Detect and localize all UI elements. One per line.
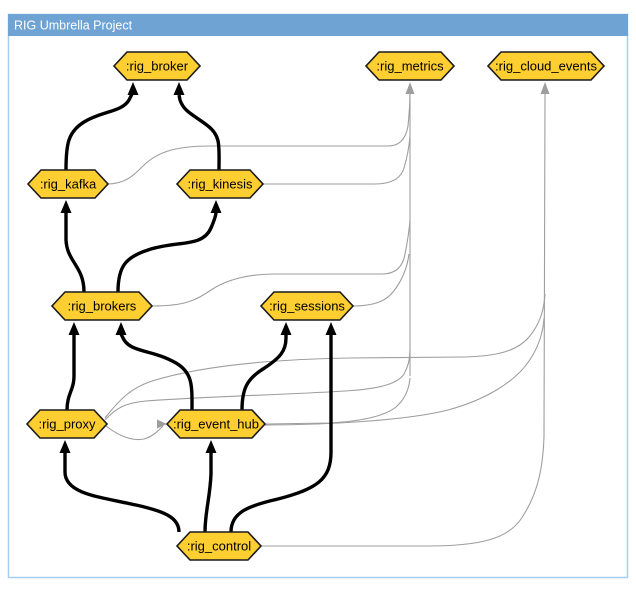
node-label-rig-kinesis: :rig_kinesis: [187, 177, 253, 192]
edge-rig-kafka-rig-broker: [64, 93, 134, 171]
node-label-rig-brokers: :rig_brokers: [68, 299, 137, 314]
edge-rig-brokers-rig-kinesis: [116, 211, 218, 293]
node-label-rig-proxy: :rig_proxy: [38, 417, 96, 432]
node-rig-metrics: :rig_metrics: [364, 51, 456, 81]
arrowhead-into-rig-kinesis: [210, 200, 222, 213]
edge-rig-event-hub-rig-cloud-events: [264, 317, 545, 426]
edge-rig-brokers-rig-kafka: [64, 212, 86, 293]
node-rig-control: :rig_control: [175, 531, 263, 561]
nodes: :rig_broker :rig_metrics :rig_cloud_even…: [25, 51, 606, 561]
edge-rig-brokers-rig-metrics: [151, 219, 411, 307]
node-label-rig-kafka: :rig_kafka: [40, 177, 97, 192]
node-rig-kinesis: :rig_kinesis: [175, 169, 265, 199]
arrowhead-into-rig-kafka: [60, 200, 72, 213]
hexagon-rig-cloud-events: [486, 51, 606, 81]
runtime-edges: [104, 82, 550, 547]
arrowhead-into-rig-brokers-right: [115, 322, 127, 335]
arrowhead-into-rig-brokers-left: [68, 322, 80, 335]
edge-rig-proxy-rig-metrics: [104, 349, 411, 421]
arrowhead-into-rig-event-hub-left: [157, 419, 167, 429]
arrowhead-into-rig-broker-left: [127, 82, 139, 95]
node-rig-proxy: :rig_proxy: [25, 409, 109, 439]
arrowhead-into-rig-sessions-left: [280, 322, 292, 335]
arrowhead-into-rig-event-hub: [205, 440, 217, 453]
edge-rig-event-hub-rig-brokers: [119, 333, 194, 411]
hexagon-rig-metrics: [364, 51, 456, 81]
edge-rig-proxy-rig-event-hub: [105, 425, 164, 441]
arrowhead-into-rig-sessions-right: [325, 322, 337, 335]
node-rig-event-hub: :rig_event_hub: [165, 409, 267, 439]
hexagon-rig-control: [175, 531, 263, 561]
direct-edges: [59, 82, 337, 533]
edge-rig-kinesis-rig-metrics: [263, 135, 411, 185]
edge-rig-kinesis-rig-broker: [177, 94, 221, 171]
node-label-rig-sessions: :rig_sessions: [269, 299, 345, 314]
arrowhead-into-rig-broker-right: [173, 82, 185, 95]
arrowhead-into-rig-cloud-events: [540, 82, 550, 94]
hexagon-rig-event-hub: [165, 409, 267, 439]
node-rig-kafka: :rig_kafka: [26, 169, 110, 199]
edge-rig-control-rig-cloud-events: [261, 93, 546, 547]
edge-rig-event-hub-rig-metrics: [264, 377, 411, 425]
edge-rig-control-rig-proxy: [63, 452, 181, 533]
edge-rig-proxy-rig-brokers: [65, 334, 76, 411]
hexagon-rig-broker: [112, 51, 202, 81]
arrowhead-into-rig-metrics: [405, 82, 415, 94]
window-title: RIG Umbrella Project: [14, 19, 133, 33]
node-rig-broker: :rig_broker: [112, 51, 202, 81]
edge-rig-control-rig-sessions: [229, 334, 333, 533]
hexagon-rig-kafka: [26, 169, 110, 199]
edge-rig-kafka-rig-metrics: [106, 91, 411, 185]
hexagon-rig-proxy: [25, 409, 109, 439]
node-label-rig-control: :rig_control: [187, 539, 251, 554]
node-label-rig-metrics: :rig_metrics: [376, 59, 444, 74]
node-label-rig-cloud-events: :rig_cloud_events: [495, 59, 597, 74]
node-label-rig-event-hub: :rig_event_hub: [173, 417, 259, 432]
arrowhead-into-rig-proxy: [59, 440, 71, 453]
edge-rig-sessions-rig-metrics: [352, 253, 410, 307]
node-rig-cloud-events: :rig_cloud_events: [486, 51, 606, 81]
hexagon-rig-sessions: [259, 291, 355, 321]
node-rig-sessions: :rig_sessions: [259, 291, 355, 321]
edge-rig-event-hub-rig-sessions: [240, 334, 288, 411]
hexagon-rig-kinesis: [175, 169, 265, 199]
node-rig-brokers: :rig_brokers: [50, 291, 154, 321]
edge-rig-control-rig-event-hub: [203, 452, 213, 533]
hexagon-rig-brokers: [50, 291, 154, 321]
node-label-rig-broker: :rig_broker: [126, 59, 189, 74]
window-titlebar: [8, 14, 628, 36]
